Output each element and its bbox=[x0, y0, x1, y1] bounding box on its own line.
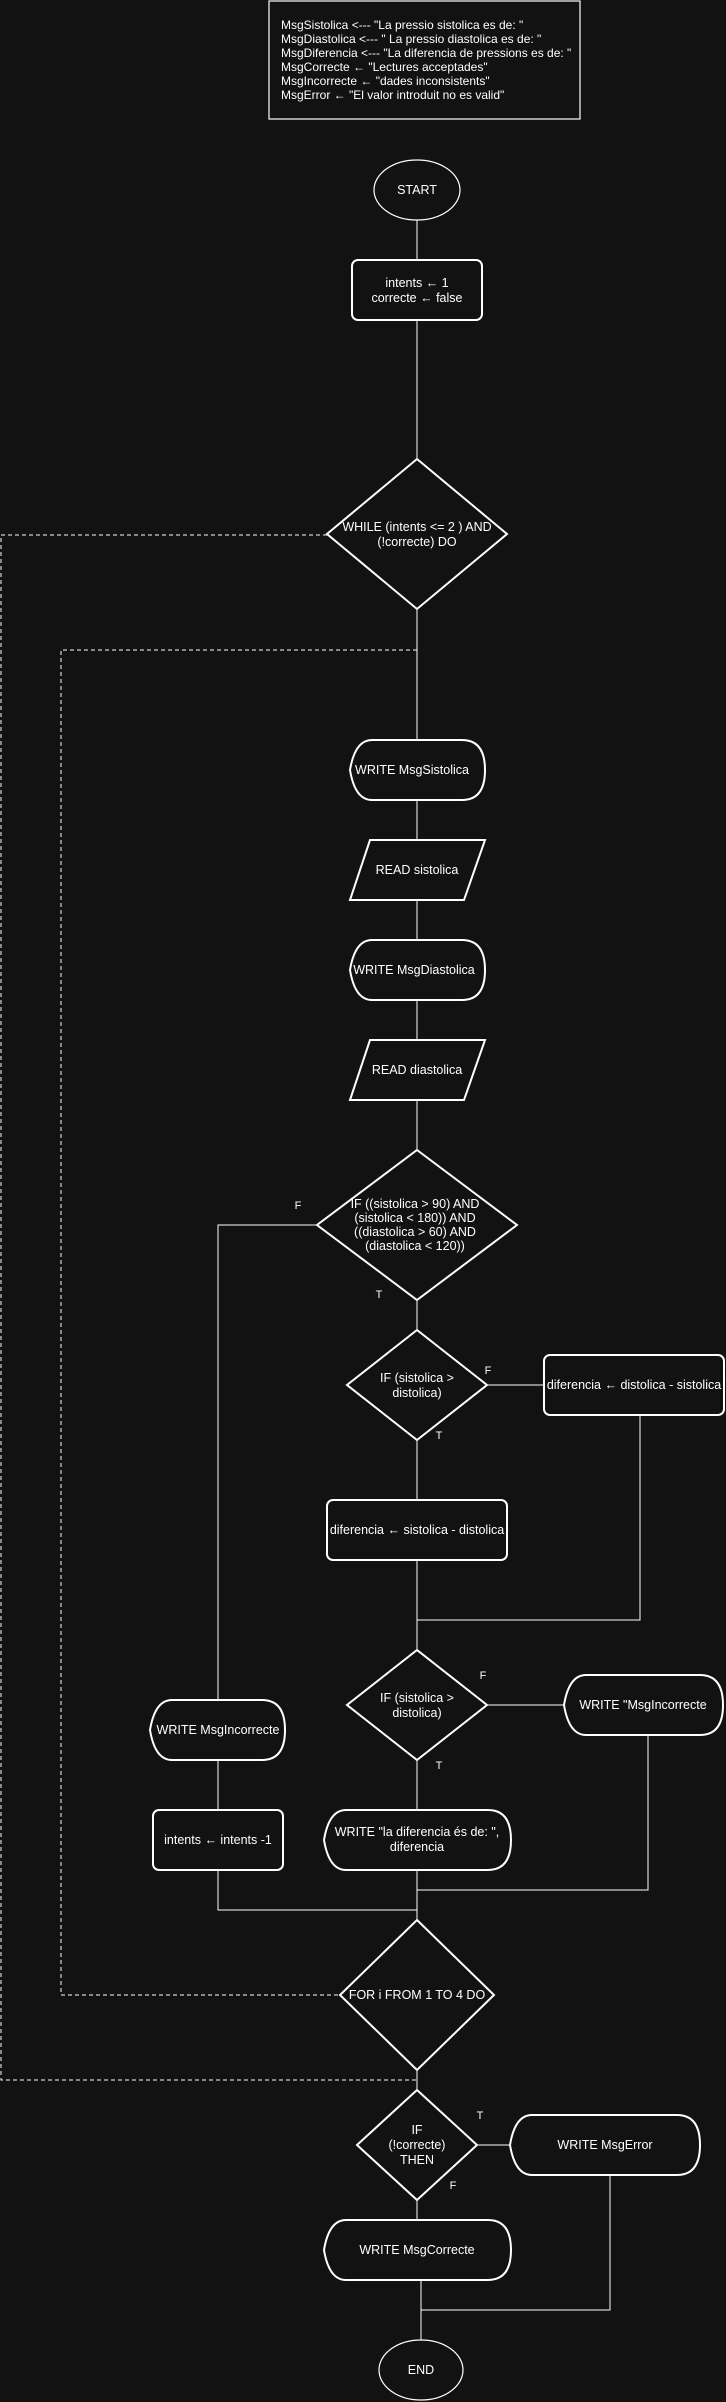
edge-label-true: T bbox=[477, 2110, 484, 2122]
node-label: IF (sistolica > bbox=[380, 1691, 454, 1705]
decision-shape bbox=[338, 1918, 496, 2072]
node-write-sistolica[interactable]: WRITE MsgSistolica bbox=[348, 739, 487, 801]
node-label: diferencia ← distolica - sistolica bbox=[547, 1378, 721, 1392]
edge-dif-ds-merge bbox=[417, 1415, 641, 1621]
node-write-correcte[interactable]: WRITE MsgCorrecte bbox=[322, 2219, 513, 2281]
io-shape bbox=[348, 1039, 487, 1101]
node-label: correcte ← false bbox=[371, 291, 462, 305]
node-label: IF bbox=[411, 2123, 422, 2137]
node-end[interactable]: END bbox=[378, 2339, 464, 2401]
display-shape bbox=[508, 2114, 702, 2176]
note-line: MsgDiastolica <--- " La pressio diastoli… bbox=[281, 32, 541, 46]
edge-dec-merge bbox=[217, 1870, 417, 1911]
edge-error-merge bbox=[421, 2175, 611, 2311]
node-label: WRITE "MsgIncorrecte bbox=[579, 1698, 706, 1712]
node-diferencia-sd[interactable]: diferencia ← sistolica - distolica bbox=[326, 1499, 508, 1561]
process-shape bbox=[152, 1809, 284, 1871]
node-while[interactable]: WHILE (intents <= 2 ) AND (!correcte) DO bbox=[325, 457, 509, 611]
node-label: ((diastolica > 60) AND bbox=[354, 1225, 476, 1239]
node-label: diferencia ← sistolica - distolica bbox=[330, 1523, 504, 1537]
note-line: MsgIncorrecte ← "dades inconsistents" bbox=[281, 74, 490, 88]
terminator-shape bbox=[378, 2339, 464, 2401]
node-diferencia-ds[interactable]: diferencia ← distolica - sistolica bbox=[543, 1354, 725, 1416]
edge-label-false: F bbox=[295, 1200, 302, 1212]
connectors bbox=[0, 220, 649, 2340]
node-label: START bbox=[397, 183, 437, 197]
node-label: READ sistolica bbox=[376, 863, 459, 877]
decision-shape bbox=[355, 2088, 479, 2202]
edge-label-false: F bbox=[485, 1365, 492, 1377]
node-label: diferencia bbox=[390, 1840, 444, 1854]
while-loop-back-edge bbox=[0, 534, 417, 2081]
node-start[interactable]: START bbox=[373, 159, 461, 221]
node-if-compare-2[interactable]: IF (sistolica > distolica) bbox=[345, 1648, 489, 1762]
node-write-incorrecte[interactable]: WRITE MsgIncorrecte bbox=[148, 1699, 287, 1761]
process-shape bbox=[543, 1354, 725, 1416]
node-label: distolica) bbox=[392, 1706, 441, 1720]
node-read-diastolica[interactable]: READ diastolica bbox=[348, 1039, 487, 1101]
node-if-compare-1[interactable]: IF (sistolica > distolica) bbox=[345, 1328, 489, 1442]
node-if-range[interactable]: IF ((sistolica > 90) AND (sistolica < 18… bbox=[315, 1148, 519, 1302]
node-intents-decrement[interactable]: intents ← intents -1 bbox=[152, 1809, 284, 1871]
display-shape bbox=[322, 2219, 513, 2281]
display-shape bbox=[562, 1674, 725, 1736]
node-label: IF ((sistolica > 90) AND bbox=[351, 1197, 480, 1211]
edge-label-true: T bbox=[436, 1430, 443, 1442]
edge-label-true: T bbox=[436, 1760, 443, 1772]
node-label: (sistolica < 180)) AND bbox=[354, 1211, 475, 1225]
variables-note-box bbox=[268, 0, 581, 120]
node-label: WRITE MsgCorrecte bbox=[359, 2243, 474, 2257]
edge-labels: F T F T F T T F bbox=[295, 1200, 492, 2192]
display-shape bbox=[148, 1699, 287, 1761]
display-shape bbox=[348, 739, 487, 801]
for-loop-back-edge bbox=[60, 649, 417, 1996]
decision-shape bbox=[345, 1328, 489, 1442]
edge-label-false: F bbox=[480, 1670, 487, 1682]
node-init[interactable]: intents ← 1 correcte ← false bbox=[351, 259, 483, 321]
process-shape bbox=[351, 259, 483, 321]
decision-shape bbox=[325, 457, 509, 611]
node-read-sistolica[interactable]: READ sistolica bbox=[348, 839, 487, 901]
node-label: READ diastolica bbox=[372, 1063, 462, 1077]
node-label: WRITE MsgError bbox=[557, 2138, 652, 2152]
node-label: THEN bbox=[400, 2153, 434, 2167]
node-label: (!correcte) bbox=[389, 2138, 446, 2152]
node-label: WHILE (intents <= 2 ) AND bbox=[342, 520, 491, 534]
node-label: FOR i FROM 1 TO 4 DO bbox=[349, 1988, 486, 2002]
note-line: MsgSistolica <--- "La pressio sistolica … bbox=[281, 18, 523, 32]
node-label: IF (sistolica > bbox=[380, 1371, 454, 1385]
node-label: (!correcte) DO bbox=[377, 535, 456, 549]
note-line: MsgError ← "El valor introduit no es val… bbox=[281, 88, 504, 102]
node-write-incorrecte-2[interactable]: WRITE "MsgIncorrecte bbox=[562, 1674, 725, 1736]
edge-label-false: F bbox=[450, 2180, 457, 2192]
node-label: distolica) bbox=[392, 1386, 441, 1400]
node-write-error[interactable]: WRITE MsgError bbox=[508, 2114, 702, 2176]
node-label: intents ← intents -1 bbox=[164, 1833, 272, 1847]
node-write-diferencia[interactable]: WRITE "la diferencia és de: ", diferenci… bbox=[322, 1809, 513, 1871]
variables-note: MsgSistolica <--- "La pressio sistolica … bbox=[268, 0, 581, 120]
edge-label-true: T bbox=[376, 1289, 383, 1301]
node-label: WRITE "la diferencia és de: ", bbox=[335, 1825, 500, 1839]
io-shape bbox=[348, 839, 487, 901]
note-line: MsgCorrecte ← "Lectures acceptades" bbox=[281, 60, 488, 74]
terminator-shape bbox=[373, 159, 461, 221]
edge-write-inc2-merge bbox=[417, 1735, 649, 1891]
node-label: WRITE MsgIncorrecte bbox=[157, 1723, 280, 1737]
display-shape bbox=[348, 939, 487, 1001]
node-label: WRITE MsgDiastolica bbox=[353, 963, 475, 977]
node-label: intents ← 1 bbox=[385, 276, 448, 290]
node-for[interactable]: FOR i FROM 1 TO 4 DO bbox=[338, 1918, 496, 2072]
node-label: END bbox=[408, 2363, 434, 2377]
display-shape bbox=[322, 1809, 513, 1871]
note-line: MsgDiferencia <--- "La diferencia de pre… bbox=[281, 46, 571, 60]
node-label: (diastolica < 120)) bbox=[365, 1239, 465, 1253]
node-write-diastolica[interactable]: WRITE MsgDiastolica bbox=[348, 939, 487, 1001]
node-label: WRITE MsgSistolica bbox=[355, 763, 469, 777]
process-shape bbox=[326, 1499, 508, 1561]
decision-shape bbox=[345, 1648, 489, 1762]
edge-range-false bbox=[217, 1224, 317, 1700]
node-if-correcte[interactable]: IF (!correcte) THEN bbox=[355, 2088, 479, 2202]
decision-shape bbox=[315, 1148, 519, 1302]
